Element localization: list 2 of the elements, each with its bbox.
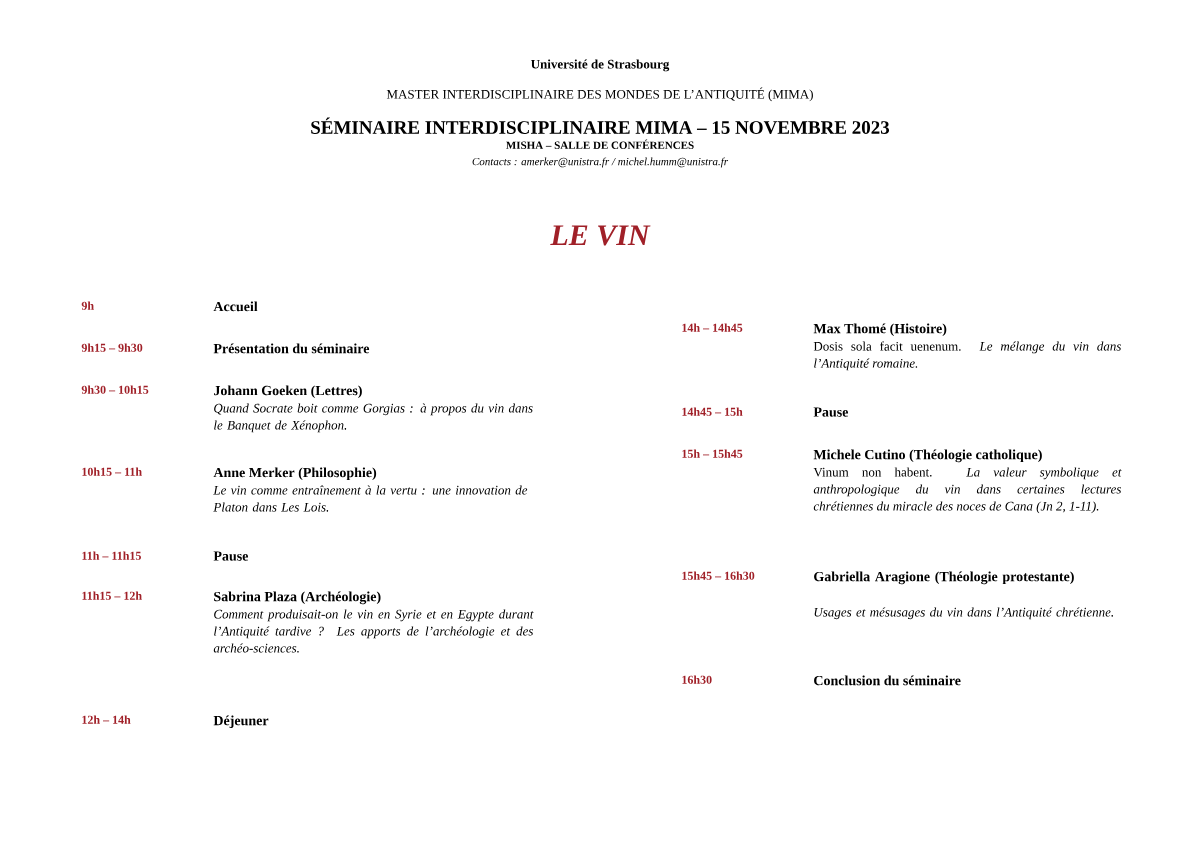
heading-text: SÉMINAIRE INTERDISCIPLINAIRE MIMA – 15 NOVEMBRE 2023 (311, 117, 890, 134)
title-text: LE VIN (550, 225, 651, 246)
